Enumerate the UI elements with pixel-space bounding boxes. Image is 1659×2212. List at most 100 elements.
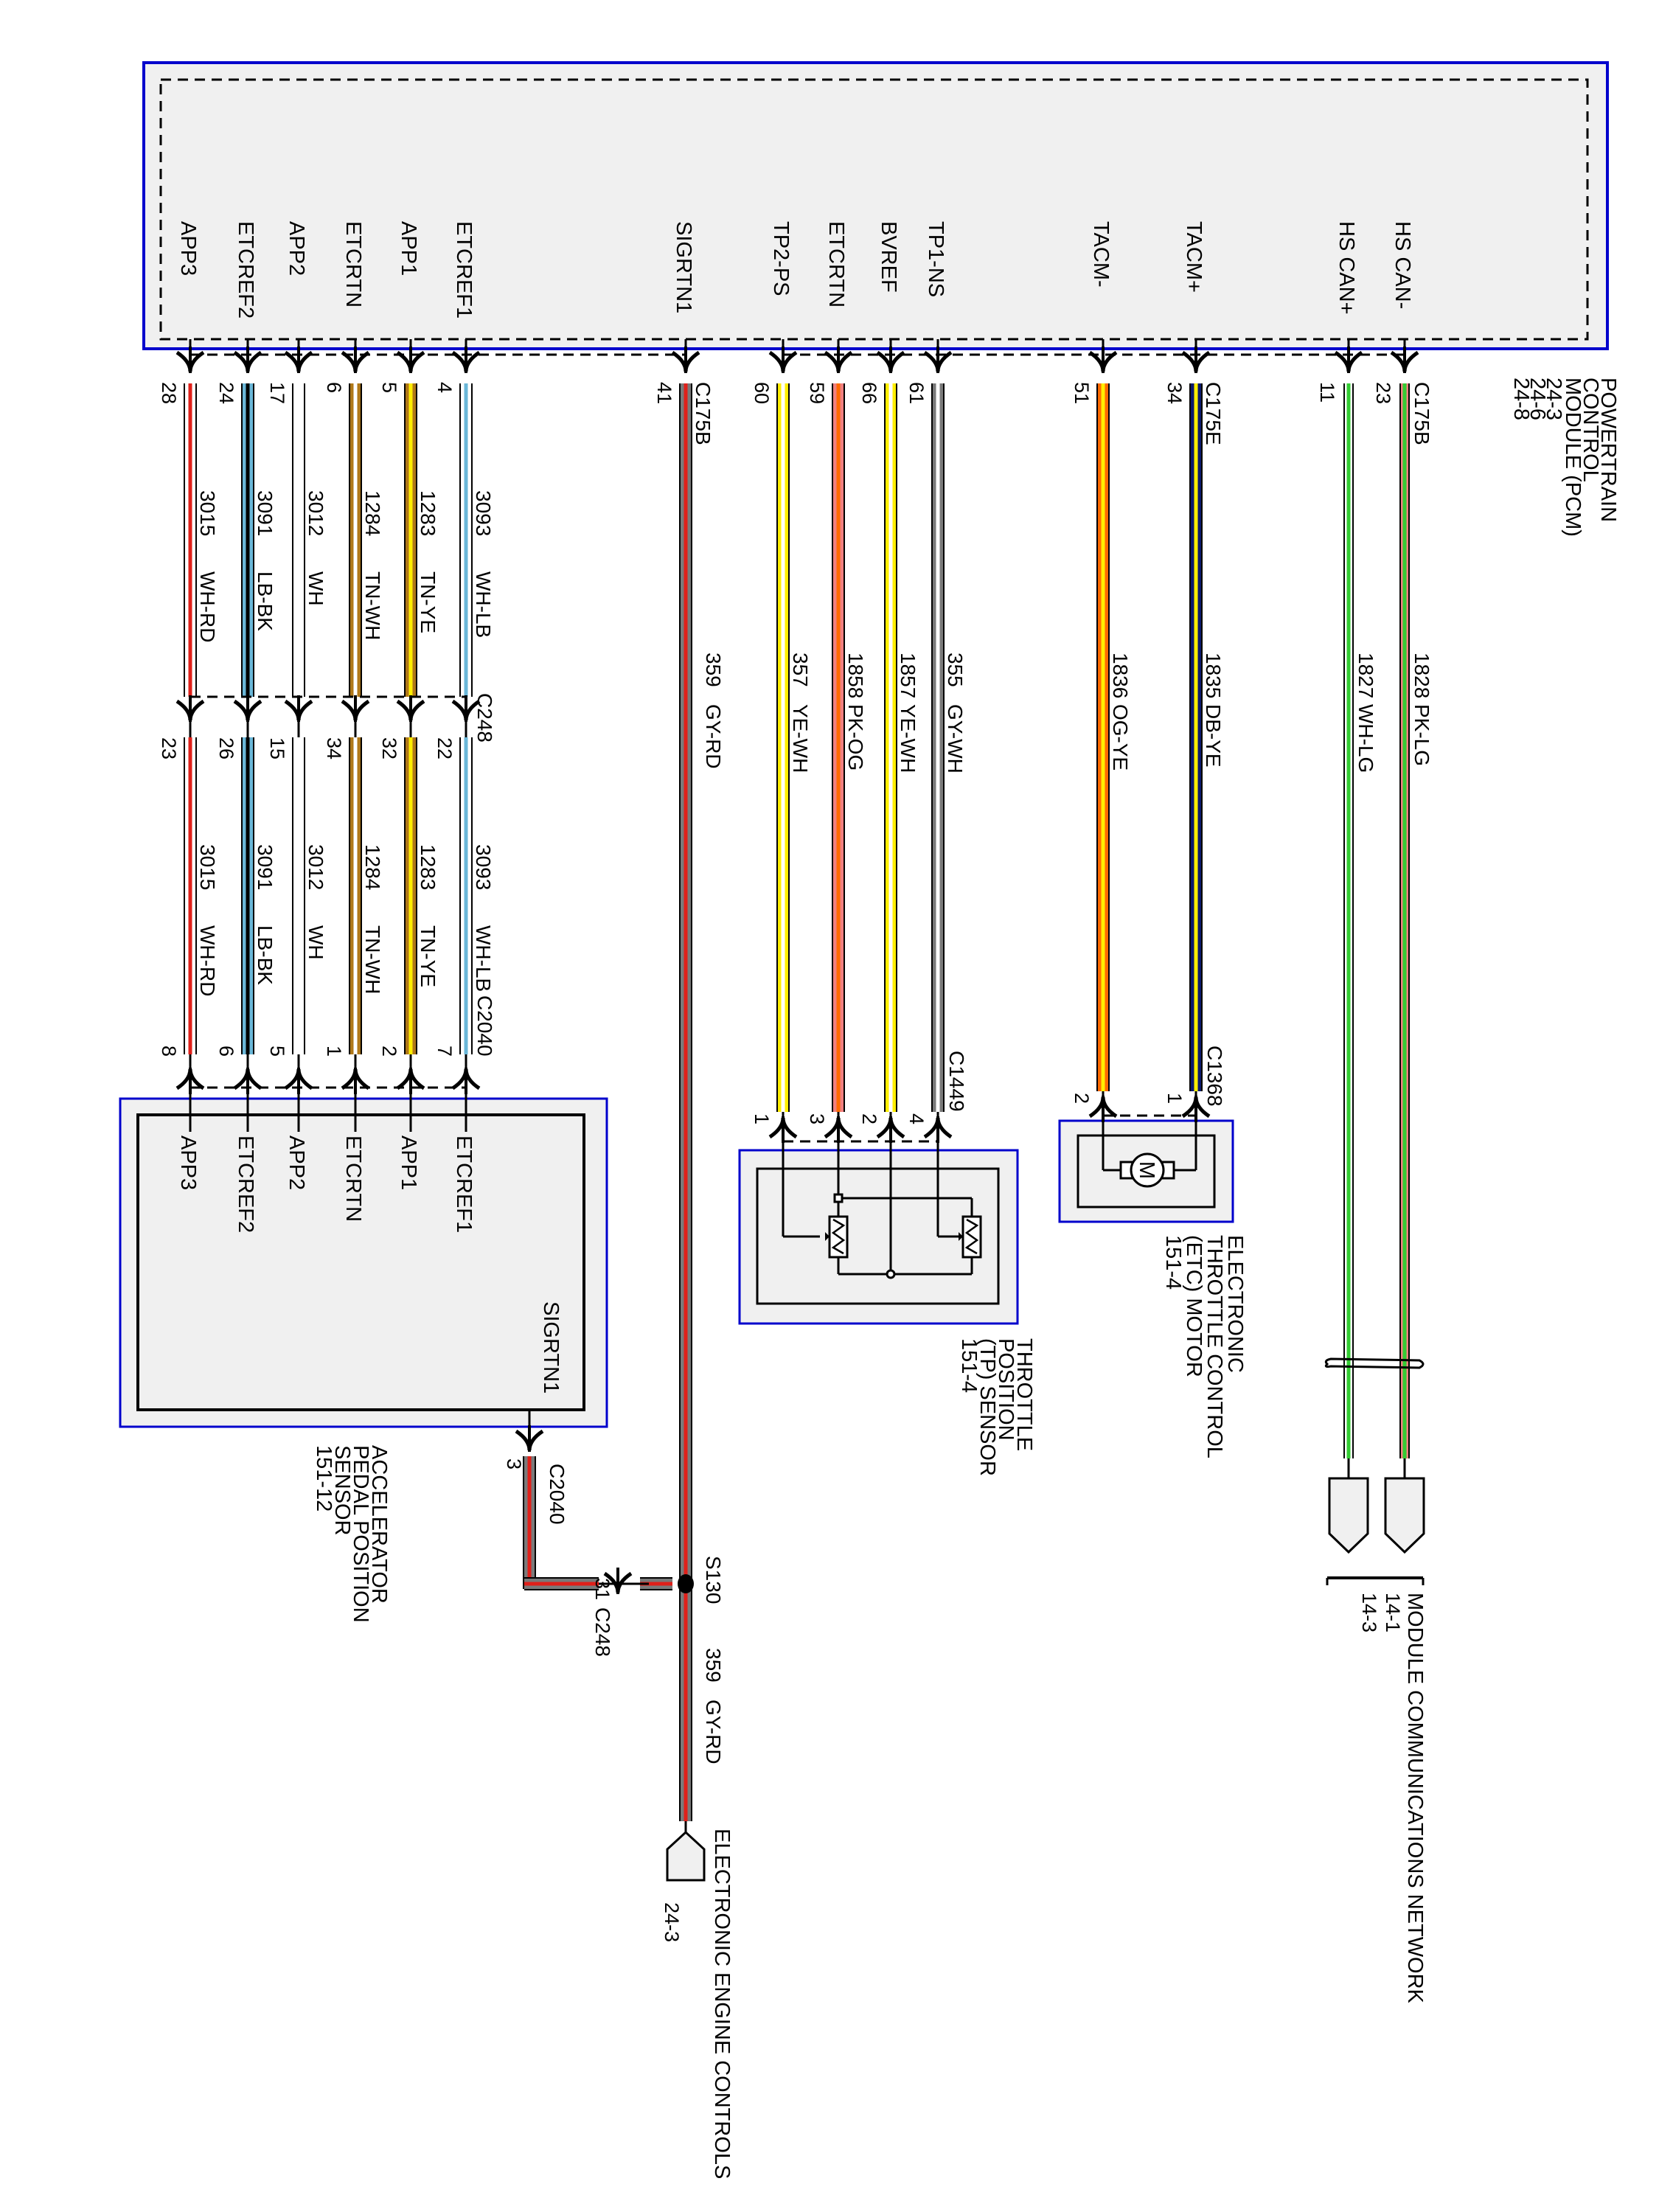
app-circuit-number: 1284	[361, 844, 384, 890]
pcm-signal-label: APP1	[397, 221, 420, 276]
pcm-pin-number: 28	[158, 382, 180, 404]
app-wire-color: WH-LB	[472, 925, 495, 992]
pcm-page-ref: 24-8	[1509, 378, 1533, 420]
pcm-pin-number: 17	[266, 382, 288, 404]
app-sigrtn-pin: 3	[503, 1458, 525, 1470]
app-wire-color: TN-YE	[417, 571, 439, 633]
etc-motor-name-line: 151-4	[1161, 1235, 1185, 1290]
can-wire-stripe	[1346, 383, 1351, 1458]
app-circuit-number: 3015	[196, 844, 219, 890]
wires-layer	[184, 383, 1410, 1821]
app-sigrtn-connector: C2040	[546, 1464, 568, 1525]
pcm-pin-number: 34	[1164, 382, 1186, 404]
app-wire-upper-stripe	[246, 383, 250, 697]
app-sensor-signal-label: ETCREF2	[234, 1135, 257, 1233]
tp-circuit-number: 355	[944, 653, 967, 687]
etc-motor-name-line: (ETC) MOTOR	[1182, 1235, 1206, 1377]
tp-wire-stripe	[888, 383, 893, 1112]
ecc-reference-page: 24-3	[661, 1902, 683, 1942]
pcm-signal-label: TACM+	[1182, 221, 1206, 293]
app-wire-lower-stripe	[353, 737, 358, 1054]
splice-s130-label: S130	[702, 1556, 725, 1604]
app-wire-color: LB-BK	[254, 925, 276, 985]
etc-wire-color: OG-YE	[1109, 704, 1132, 771]
pcm-pin-number: 23	[1372, 382, 1394, 404]
app-wire-color: WH-LB	[472, 571, 495, 638]
splice-c248-pin: 31	[591, 1578, 613, 1600]
pcm-page-ref: 24-6	[1526, 378, 1549, 420]
app-wire-lower-stripe	[408, 737, 413, 1054]
mcn-reference-label: MODULE COMMUNICATIONS NETWORK	[1403, 1593, 1427, 2004]
c248-pin-number: 34	[323, 737, 345, 759]
wiper-arrow-icon	[825, 1232, 830, 1241]
c248-pin-number: 32	[378, 737, 400, 759]
app-sensor-name-line: ACCELERATOR	[367, 1445, 391, 1604]
app-circuit-number: 3012	[305, 844, 327, 890]
c1368-pin-number: 2	[1071, 1093, 1093, 1104]
tp-wire-stripe	[936, 383, 940, 1112]
pcm-signal-label: TACM-	[1089, 221, 1113, 288]
c2040-pin-number: 6	[215, 1046, 237, 1057]
pcm-pin-number: 61	[905, 382, 928, 404]
pcm-name-line: POWERTRAIN	[1596, 378, 1620, 522]
app-sigrtn-wire-horizontal-stripe	[524, 1582, 599, 1586]
etc-circuit-number: 1835	[1202, 653, 1225, 698]
c2040-label: C2040	[473, 995, 496, 1057]
tp-sensor-inner-box	[756, 1167, 1000, 1305]
app-sensor-signal-label: ETCRTN	[341, 1135, 365, 1222]
pcm-signal-label: TP1-NS	[924, 221, 947, 297]
pcm-pin-number: 60	[751, 382, 773, 404]
app-sensor-name-line: SENSOR	[330, 1445, 354, 1535]
tp-circuit-number: 1858	[844, 653, 867, 698]
app-sensor-signal-label: APP1	[397, 1135, 420, 1190]
pcm-signal-label: ETCRTN	[824, 221, 848, 307]
app-wire-color: LB-BK	[254, 571, 276, 631]
app-wire-color: TN-YE	[417, 925, 439, 987]
app-circuit-number: 1284	[361, 490, 384, 536]
app-wire-upper-stripe	[353, 383, 358, 697]
pcm-signal-label: TP2-PS	[769, 221, 793, 296]
splice-s130-dot	[678, 1574, 694, 1593]
pcm-name-line: CONTROL	[1579, 378, 1602, 482]
app-sensor-signal-label: ETCREF1	[452, 1135, 476, 1233]
app-sensor-signal-label: APP3	[176, 1135, 200, 1190]
pcm-pin-number: 59	[806, 382, 828, 404]
app-wire-color: TN-WH	[361, 925, 384, 994]
can-wire-color: PK-LG	[1411, 704, 1433, 766]
etc-motor-inner-box	[1077, 1134, 1216, 1208]
twisted-pair-icon	[1324, 1357, 1425, 1369]
app-circuit-number: 3093	[472, 490, 495, 536]
ecc-reference-label: ELECTRONIC ENGINE CONTROLS	[710, 1829, 734, 2179]
pcm-signal-label: ETCRTN	[341, 221, 365, 307]
sigrtn-circuit-number: 359	[702, 653, 725, 687]
tp-sensor-name-line: THROTTLE	[1012, 1338, 1036, 1451]
etc-motor-name-line: ELECTRONIC	[1223, 1235, 1247, 1373]
tp-wire-color: YE-WH	[789, 704, 812, 773]
can-circuit-number: 1827	[1354, 653, 1377, 698]
c1449-label: C1449	[945, 1051, 968, 1112]
motor-symbol-label: M	[1135, 1161, 1158, 1179]
etc-motor-name-line: THROTTLE CONTROL	[1203, 1235, 1226, 1458]
pcm-connector-label: C175E	[1202, 382, 1225, 445]
pcm-signal-label: APP2	[285, 221, 308, 276]
app-sigrtn-wire-stripe	[527, 1456, 532, 1589]
pcm-pin-number: 24	[215, 382, 237, 404]
can-circuit-number: 1828	[1411, 653, 1433, 698]
app-wire-color: TN-WH	[361, 571, 384, 640]
tp-sensor-name-line: POSITION	[994, 1338, 1018, 1441]
app-circuit-number: 3091	[254, 844, 276, 890]
pcm-signal-label: HS CAN-	[1391, 221, 1414, 309]
labels-layer: APP328ETCREF224APP217ETCRTN6APP15ETCREF1…	[158, 221, 1620, 2179]
c2040-pin-number: 1	[323, 1046, 345, 1057]
app-circuit-number: 3015	[196, 490, 219, 536]
pcm-connector-label: C175B	[692, 382, 714, 445]
pcm-inner-dashed-box	[159, 78, 1589, 341]
c2040-pin-number: 7	[434, 1046, 456, 1057]
splice-stub-wire-stripe	[640, 1582, 672, 1586]
app-wire-upper-stripe	[464, 383, 468, 697]
c1368-label: C1368	[1203, 1046, 1226, 1107]
pcm-pin-number: 4	[434, 382, 456, 393]
wiper-arrow-icon	[959, 1232, 963, 1241]
pcm-module-box	[142, 61, 1609, 350]
